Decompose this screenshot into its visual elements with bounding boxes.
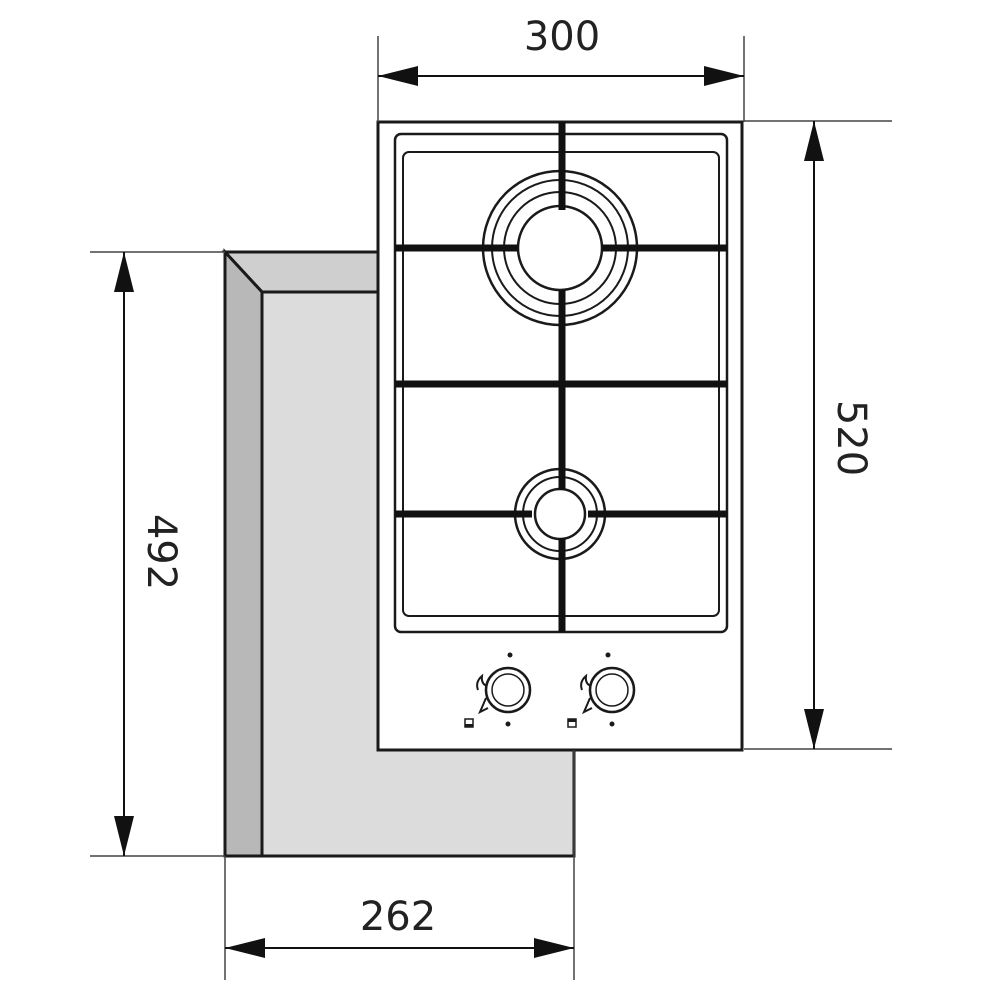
hob-panel: [376, 120, 744, 752]
knob-left-inner: [491, 673, 525, 707]
flame-low-icon: [582, 697, 593, 715]
dimension-label-bottom-width: 262: [360, 894, 436, 940]
dimension-lines: [114, 66, 824, 958]
knob-right-inner: [595, 673, 629, 707]
extension-lines: [90, 36, 892, 980]
burner-indicator-fill: [465, 724, 473, 727]
control-knob-left[interactable]: [464, 652, 532, 728]
knob-left-dot-bottom: [505, 721, 511, 727]
knob-left-off-dot: [507, 652, 513, 658]
knob-right-off-dot: [605, 652, 611, 658]
cutout-left-side: [223, 248, 264, 858]
knob-right-dot-bottom: [609, 721, 615, 727]
burner-indicator-fill: [568, 719, 576, 722]
flame-high-icon: [476, 673, 488, 691]
control-knob-right[interactable]: [567, 652, 636, 728]
dimension-label-left-height: 492: [138, 514, 184, 590]
grate-bars: [395, 122, 727, 632]
dimension-label-right-height: 520: [828, 400, 874, 476]
flame-low-icon: [478, 697, 489, 715]
dimension-label-top-width: 300: [524, 14, 600, 60]
flame-high-icon: [580, 673, 592, 691]
